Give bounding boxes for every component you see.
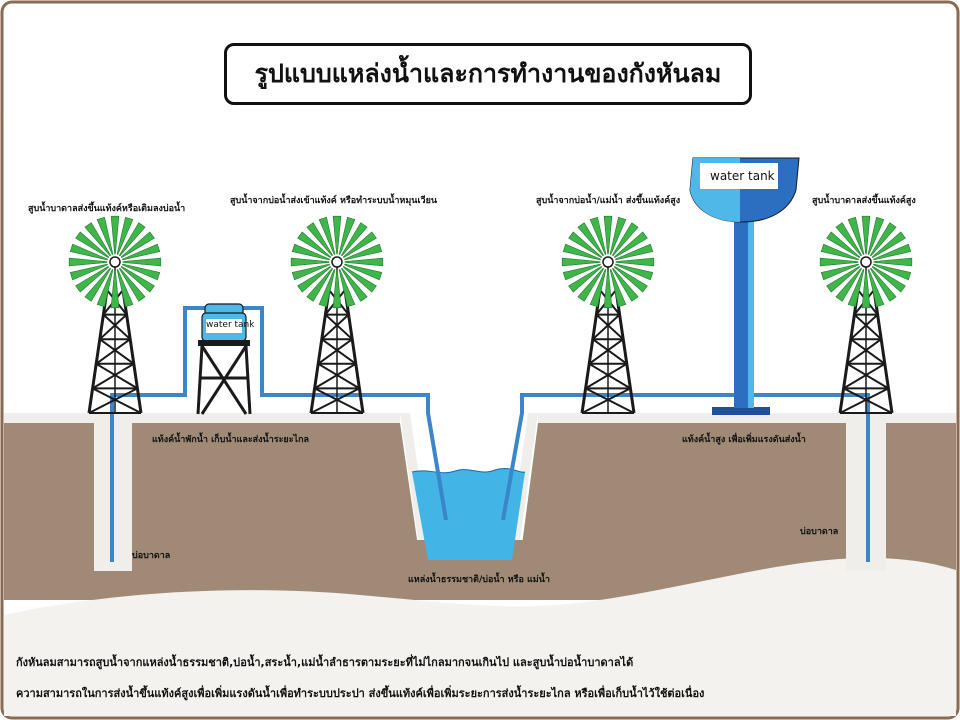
footer-line-2: ความสามารถในการส่งน้ำขึ้นแท้งค์สูงเพื่อเ… <box>16 687 705 700</box>
windmill-1-blades <box>68 215 162 309</box>
windmills-group <box>68 215 913 414</box>
sand-hill <box>4 557 956 716</box>
windmill-4-blades <box>819 215 913 309</box>
ground-surface-right <box>538 413 956 423</box>
well-left-label: บ่อบาดาล <box>132 551 171 561</box>
small-tank-label: water tank <box>206 320 255 330</box>
windmill-3 <box>561 215 655 414</box>
well-right-label: บ่อบาดาล <box>800 527 839 537</box>
right-tank-note: แท้งค์น้ำสูง เพื่อเพิ่มแรงดันส่งน้ำ <box>682 435 806 445</box>
windmill-3-blades <box>561 215 655 309</box>
caption-windmill-2: สูบน้ำจากบ่อน้ำส่งเข้าแท้งค์ หรือทำระบบน… <box>230 196 437 206</box>
small-water-tank <box>196 303 252 415</box>
ground-surface-left <box>4 413 400 423</box>
pond-label: แหล่งน้ำธรรมชาติ/บ่อน้ำ หรือ แม่น้ำ <box>408 575 550 585</box>
caption-windmill-1: สูบน้ำบาดาลส่งขึ้นแท้งค์หรือเติมลงบ่อน้ำ <box>28 204 186 214</box>
pipe-left <box>110 306 448 562</box>
pipe-network <box>110 306 870 562</box>
caption-windmill-4: สูบน้ำบาดาลส่งขึ้นแท้งค์สูง <box>812 196 916 206</box>
windmill-4 <box>819 215 913 414</box>
caption-windmill-3: สูบน้ำจากบ่อน้ำ/แม่น้ำ ส่งขึ้นแท้งค์สูง <box>536 196 681 206</box>
tall-water-tank <box>689 157 800 415</box>
windmill-2-blades <box>290 215 384 309</box>
page-title: รูปแบบแหล่งน้ำและการทำงานของกังหันลม <box>224 43 752 105</box>
left-tank-note: แท้งค์น้ำพักน้ำ เก็บน้ำและส่งน้ำระยะไกล <box>152 435 310 445</box>
footer-line-1: กังหันลมสามารถสูบน้ำจากแหล่งน้ำธรรมชาติ,… <box>16 656 634 669</box>
pipe-right <box>501 393 870 562</box>
windmill-2 <box>290 215 384 414</box>
tall-tank-label: water tank <box>710 169 775 183</box>
windmill-1 <box>68 215 162 414</box>
